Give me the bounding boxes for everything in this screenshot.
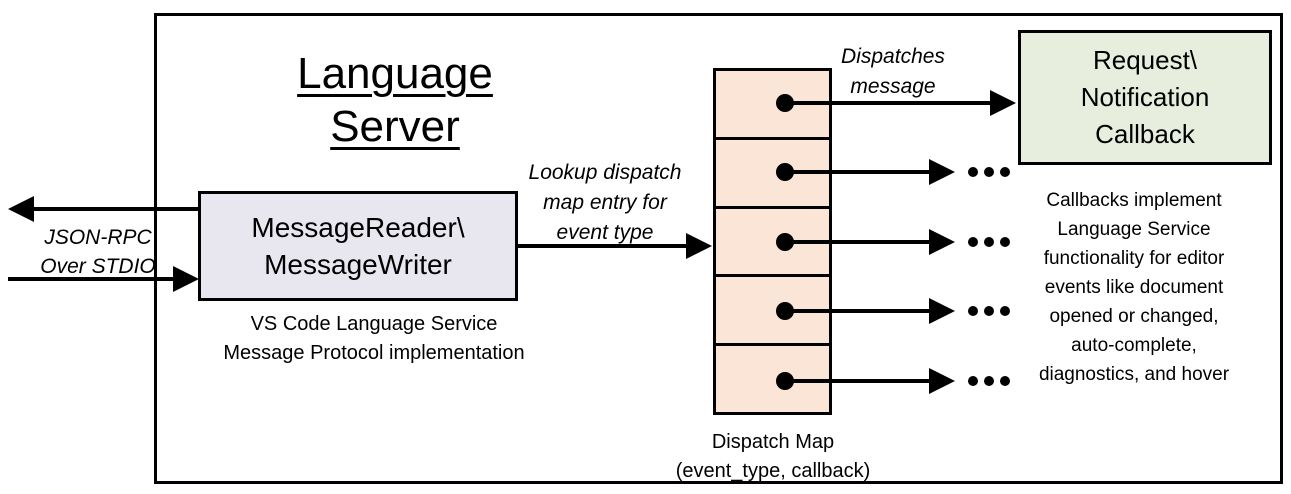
lookup-label-line3: event type xyxy=(556,221,654,244)
callbacks-note: Callbacks implement Language Service fun… xyxy=(1002,186,1266,389)
dispatch-caption-line1: Dispatch Map xyxy=(711,431,835,453)
stdio-label-line1: JSON-RPC xyxy=(44,226,152,249)
callbacks-note-line: Language Service xyxy=(1057,219,1211,240)
message-reader-writer-box: MessageReader\ MessageWriter xyxy=(198,191,518,301)
json-rpc-stdio-label: JSON-RPC Over STDIO xyxy=(17,223,179,281)
reader-caption: VS Code Language Service Message Protoco… xyxy=(185,310,563,368)
callback-label-line1: Request\ xyxy=(1092,45,1198,75)
lookup-label-line2: map entry for xyxy=(543,191,667,214)
reader-caption-line1: VS Code Language Service xyxy=(250,313,498,335)
dispatch-map-cell xyxy=(716,205,829,275)
callback-label-line2: Notification xyxy=(1080,82,1210,112)
callbacks-note-line: auto-complete, xyxy=(1071,335,1197,356)
lookup-dispatch-label: Lookup dispatch map entry for event type xyxy=(505,158,705,248)
dispatch-map-cell xyxy=(716,136,829,206)
reader-label-line1: MessageReader\ xyxy=(251,212,465,243)
dispatches-message-label: Dispatches message xyxy=(812,42,974,102)
language-server-box xyxy=(154,13,1283,484)
reader-label-line2: MessageWriter xyxy=(264,249,452,280)
request-notification-callback-box: Request\ Notification Callback xyxy=(1018,30,1272,165)
diagram-title: Language Server xyxy=(297,49,493,151)
dispatch-map xyxy=(713,68,832,415)
callback-label-line3: Callback xyxy=(1095,119,1195,149)
callbacks-note-line: functionality for editor xyxy=(1043,248,1225,269)
dispatch-map-cell xyxy=(716,274,829,343)
dispatch-map-cell xyxy=(716,343,829,412)
dispatch-map-cell xyxy=(716,71,829,137)
callbacks-note-line: opened or changed, xyxy=(1049,306,1219,327)
lookup-label-line1: Lookup dispatch xyxy=(528,161,682,184)
stdio-label-line2: Over STDIO xyxy=(40,255,156,278)
dispatch-map-caption: Dispatch Map (event_type, callback) xyxy=(637,428,909,486)
reader-caption-line2: Message Protocol implementation xyxy=(223,342,525,364)
dispatch-caption-line2: (event_type, callback) xyxy=(675,460,871,482)
dispatches-label-line2: message xyxy=(850,75,936,98)
callbacks-note-line: Callbacks implement xyxy=(1046,190,1222,211)
callbacks-note-line: events like document xyxy=(1044,277,1224,298)
dispatches-label-line1: Dispatches xyxy=(841,45,945,68)
callbacks-note-line: diagnostics, and hover xyxy=(1038,364,1230,385)
